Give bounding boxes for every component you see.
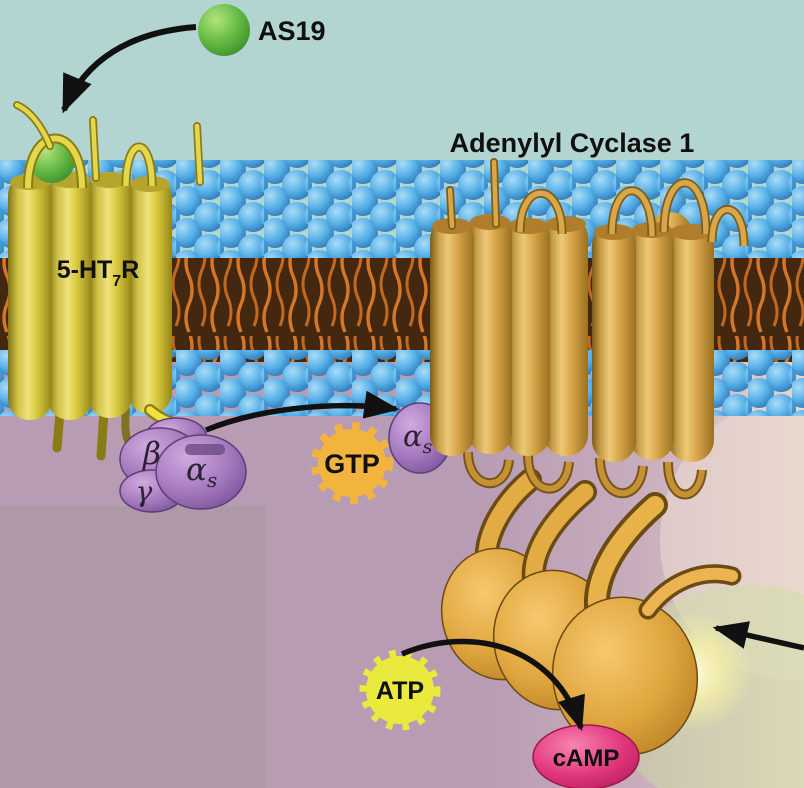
alpha-s-label: αs xyxy=(403,419,433,458)
camp-label: cAMP xyxy=(553,745,620,772)
arrow-as19-to-receptor xyxy=(61,24,197,114)
cyclase-helix xyxy=(592,224,636,462)
pathway-arrows xyxy=(61,24,804,732)
as19-ligand: AS19 xyxy=(198,4,326,56)
atp-burst-body xyxy=(366,656,434,724)
g-alpha-s-cleft xyxy=(185,444,225,455)
atp-burst-teeth xyxy=(359,649,441,731)
adenylyl-cyclase-label: Adenylyl Cyclase 1 xyxy=(450,128,695,158)
receptor-helix xyxy=(48,172,92,420)
receptor-helix-top xyxy=(90,172,130,188)
arrow-alpha-s-translocation xyxy=(204,390,400,433)
g-gamma-label: γ xyxy=(136,475,153,508)
cyclase-extracellular-loops xyxy=(446,158,749,247)
gtp-molecule: GTP xyxy=(311,422,393,504)
receptor-helix xyxy=(8,174,52,420)
cyclase-catalytic-domain xyxy=(551,596,699,756)
cyclase-connector-loops xyxy=(463,451,707,500)
receptor-loop-stub xyxy=(96,405,109,461)
g-alpha-label: αs xyxy=(186,452,217,492)
cyclase-helix xyxy=(506,218,550,456)
receptor-helix xyxy=(128,176,172,414)
receptor-helix xyxy=(88,172,132,418)
cyclase-helix xyxy=(630,222,674,460)
atp-label: ATP xyxy=(376,677,424,705)
arrow-pointing-to-catalytic-domain xyxy=(712,621,804,651)
serotonin-receptor-5ht7r: 5-HT7R xyxy=(8,101,204,461)
cyclase-hook-fill xyxy=(642,567,738,616)
g-beta-label: β xyxy=(142,436,161,472)
gtp-burst-teeth xyxy=(311,422,393,504)
receptor-extracellular-loops xyxy=(13,101,204,189)
adenylyl-cyclase-1 xyxy=(430,158,749,756)
cytoplasm-light-tint xyxy=(660,400,804,680)
receptor-label: 5-HT7R xyxy=(57,256,140,290)
as19-label: AS19 xyxy=(258,16,326,46)
camp-molecule: cAMP xyxy=(532,724,640,788)
receptor-loop-stub xyxy=(52,407,65,453)
cyclase-helix xyxy=(668,224,714,462)
atp-molecule: ATP xyxy=(359,649,441,731)
cyclase-helix-top xyxy=(508,218,548,234)
gtp-label: GTP xyxy=(324,449,380,479)
gtp-burst-body xyxy=(318,429,386,497)
g-protein-complex: β γ αs xyxy=(119,417,247,513)
cyclase-helix xyxy=(544,216,588,456)
cyclase-helix-top xyxy=(470,214,510,230)
camp-oval xyxy=(532,724,640,788)
cyclase-helix xyxy=(430,218,474,456)
cyclase-helix xyxy=(468,214,512,454)
cytoplasm-shade-patch xyxy=(0,506,266,788)
arrow-atp-to-camp xyxy=(400,638,585,732)
as19-ball xyxy=(198,4,250,56)
